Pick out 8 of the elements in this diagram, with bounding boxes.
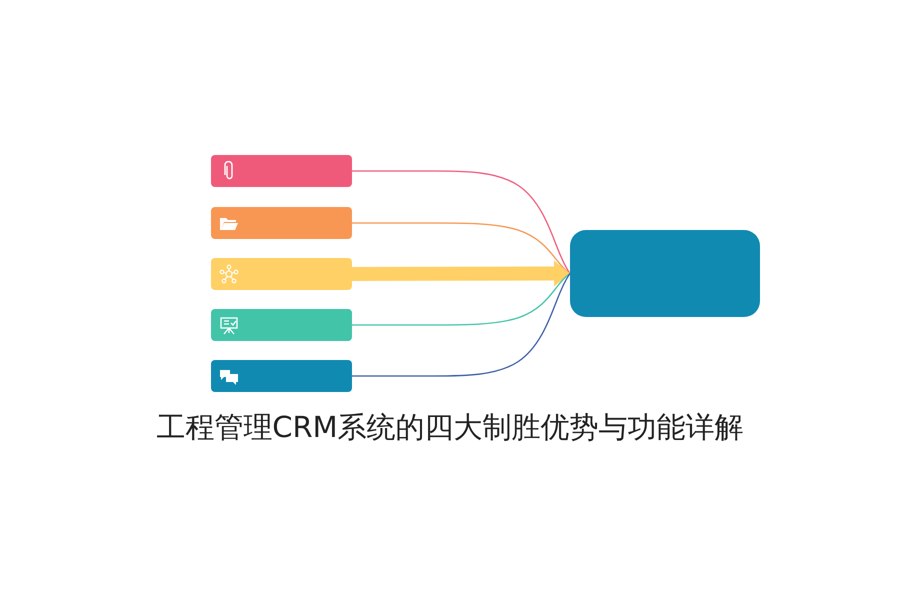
category-bar — [211, 207, 352, 239]
center-box — [570, 230, 760, 317]
category-bar — [211, 258, 352, 290]
category-bar — [211, 309, 352, 341]
connector-arrow — [352, 260, 570, 286]
category-bar — [211, 360, 352, 392]
category-bar — [211, 155, 352, 187]
diagram-title: 工程管理CRM系统的四大制胜优势与功能详解 — [155, 409, 745, 446]
